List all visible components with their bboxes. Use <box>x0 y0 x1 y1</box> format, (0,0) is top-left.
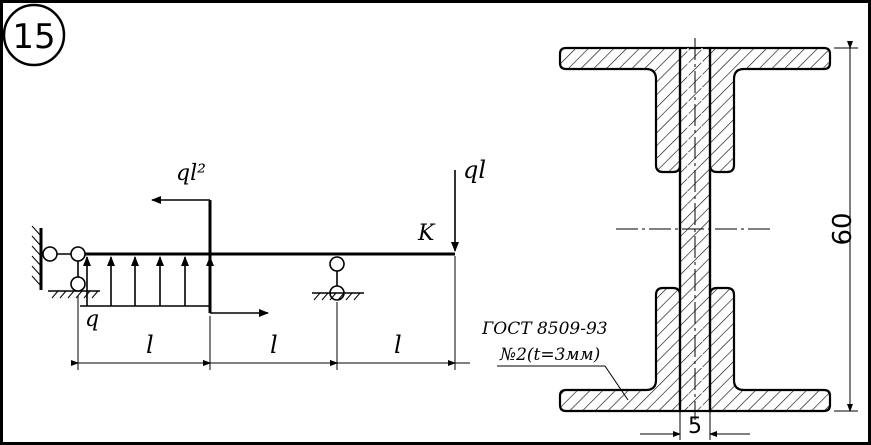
moment-couple: ql² <box>151 161 269 317</box>
point-k-label: K <box>417 221 436 246</box>
moment-label: ql² <box>176 161 206 186</box>
span-1-label: l <box>146 331 154 359</box>
standard-line1: ГОСТ 8509-93 <box>481 319 608 339</box>
roller-support <box>312 256 364 301</box>
height-dimension: 60 <box>828 41 858 412</box>
standard-line2: №2(t=3мм) <box>499 345 600 365</box>
span-3-label: l <box>394 331 402 359</box>
span-dimensions: l l l <box>71 256 470 370</box>
problem-number-badge: 15 <box>2 3 66 67</box>
point-force: ql K <box>417 156 486 252</box>
hinge-left <box>42 246 58 262</box>
force-label: ql <box>463 156 486 184</box>
beam-diagram: q ql² ql K <box>31 156 486 370</box>
hinge-beam-end <box>70 246 86 262</box>
thickness-dimension: 5 <box>640 411 750 440</box>
cross-section: 60 5 ГОСТ 8509-93 №2(t=3мм) <box>481 38 858 440</box>
span-2-label: l <box>270 331 278 359</box>
thickness-dim-label: 5 <box>688 414 702 439</box>
problem-number: 15 <box>12 17 55 57</box>
height-dim-label: 60 <box>828 212 858 245</box>
hinge-bottom <box>70 276 86 292</box>
standard-callout: ГОСТ 8509-93 №2(t=3мм) <box>481 319 629 401</box>
distributed-load: q <box>80 256 214 332</box>
wall-support <box>31 225 100 299</box>
load-q-label: q <box>85 307 99 332</box>
